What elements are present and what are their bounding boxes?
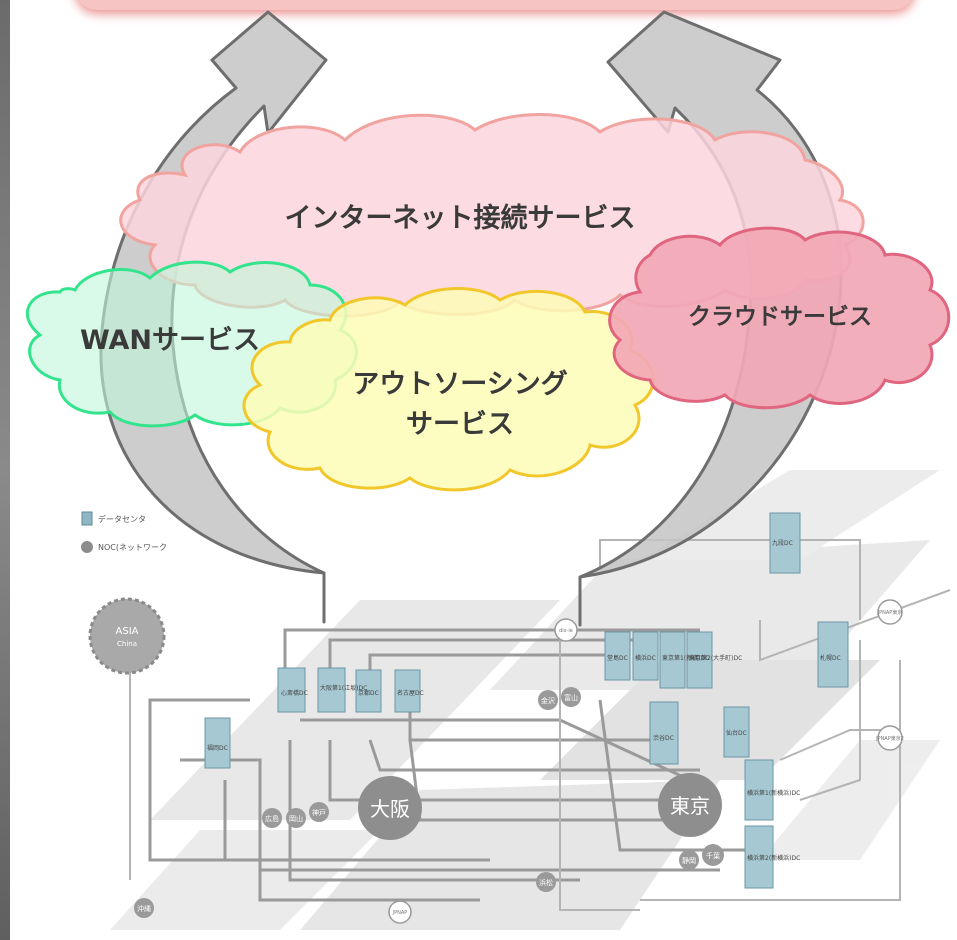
noc-label: 浜松 xyxy=(539,878,553,887)
ix-label: JPNAP xyxy=(392,910,408,916)
legend-noc: NOC(ネットワーク xyxy=(98,543,167,552)
internet-service-label: インターネット接続サービス xyxy=(284,203,636,234)
dc-label: 横浜第1(新横浜)DC xyxy=(747,789,800,797)
outsourcing-service-label-line1: アウトソーシング xyxy=(352,369,568,400)
ix-label: JPNAP東京 xyxy=(877,609,903,616)
asia-sub-label: China xyxy=(117,640,137,648)
noc-label: 金沢 xyxy=(541,696,555,705)
dc-label: 大阪第1(江坂)DC xyxy=(320,684,367,692)
dc-label: 東京第2(大手町)DC xyxy=(689,654,742,662)
noc-label: 富山 xyxy=(564,693,578,702)
noc-label: 岡山 xyxy=(289,814,303,823)
dc-label: 九段DC xyxy=(772,539,793,547)
data-center-cubes xyxy=(204,512,849,889)
noc-label: 千葉 xyxy=(706,851,720,860)
dc-label: 堂島DC xyxy=(607,654,628,662)
dc-label: 横浜DC xyxy=(635,654,656,662)
noc-label: 広島 xyxy=(265,814,279,823)
dc-label: 京都DC xyxy=(358,689,379,697)
cloud-service-label: クラウドサービス xyxy=(688,304,872,330)
dc-label: 名古屋DC xyxy=(397,689,424,697)
outsourcing-service-label-line2: サービス xyxy=(406,409,514,440)
legend-dc: データセンタ xyxy=(98,514,146,524)
top-banner xyxy=(75,0,915,10)
dc-label: 心斎橋DC xyxy=(281,689,308,697)
dc-label: 東京第1(新宿)DC xyxy=(662,654,709,662)
osaka-hub-label: 大阪 xyxy=(370,797,410,821)
dc-label: 横浜第2(新横浜)DC xyxy=(747,854,800,862)
noc-label: 沖縄 xyxy=(137,904,151,913)
tokyo-hub-label: 東京 xyxy=(670,794,710,818)
left-cycle-arrow xyxy=(99,10,328,624)
wan-service-label: WANサービス xyxy=(79,325,261,356)
left-edge-strip xyxy=(0,0,10,940)
dc-label: 福岡DC xyxy=(207,744,228,752)
ix-label: JPNAP東京2 xyxy=(875,735,904,742)
ix-label: dix-ie xyxy=(559,628,573,634)
noc-label: 神戸 xyxy=(312,808,326,817)
asia-label: ASIA xyxy=(116,626,139,637)
outsourcing-service-cloud xyxy=(242,287,655,492)
dc-label: 渋谷DC xyxy=(653,734,674,742)
dc-label: 仙台DC xyxy=(726,729,747,737)
noc-label: 静岡 xyxy=(682,856,696,865)
cloud-service-cloud xyxy=(608,226,951,410)
dc-label: 札幌DC xyxy=(820,654,841,662)
